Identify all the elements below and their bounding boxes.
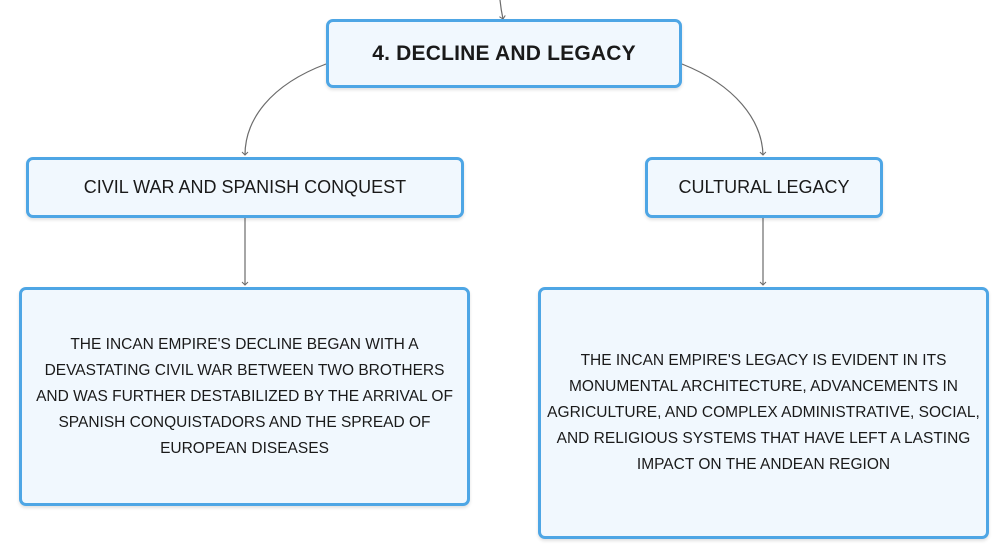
detail-node-cultural-legacy-text: THE INCAN EMPIRE'S LEGACY IS EVIDENT IN …: [547, 352, 980, 473]
topic-node-civil-war-label: CIVIL WAR AND SPANISH CONQUEST: [83, 177, 407, 197]
connector-parent-to-root: [499, 0, 506, 20]
connector-root-to-cultural-legacy: [681, 63, 767, 156]
root-node-label: 4. DECLINE AND LEGACY: [372, 41, 636, 65]
topic-node-civil-war[interactable]: CIVIL WAR AND SPANISH CONQUEST: [26, 157, 464, 218]
root-node[interactable]: 4. DECLINE AND LEGACY: [326, 19, 682, 88]
topic-node-cultural-legacy[interactable]: CULTURAL LEGACY: [645, 157, 883, 218]
connector-root-to-civil-war: [241, 63, 327, 156]
topic-node-cultural-legacy-label: CULTURAL LEGACY: [678, 177, 850, 197]
detail-node-civil-war-text: THE INCAN EMPIRE'S DECLINE BEGAN WITH A …: [36, 335, 453, 457]
detail-node-civil-war[interactable]: THE INCAN EMPIRE'S DECLINE BEGAN WITH A …: [19, 287, 470, 506]
detail-node-cultural-legacy[interactable]: THE INCAN EMPIRE'S LEGACY IS EVIDENT IN …: [538, 287, 989, 539]
